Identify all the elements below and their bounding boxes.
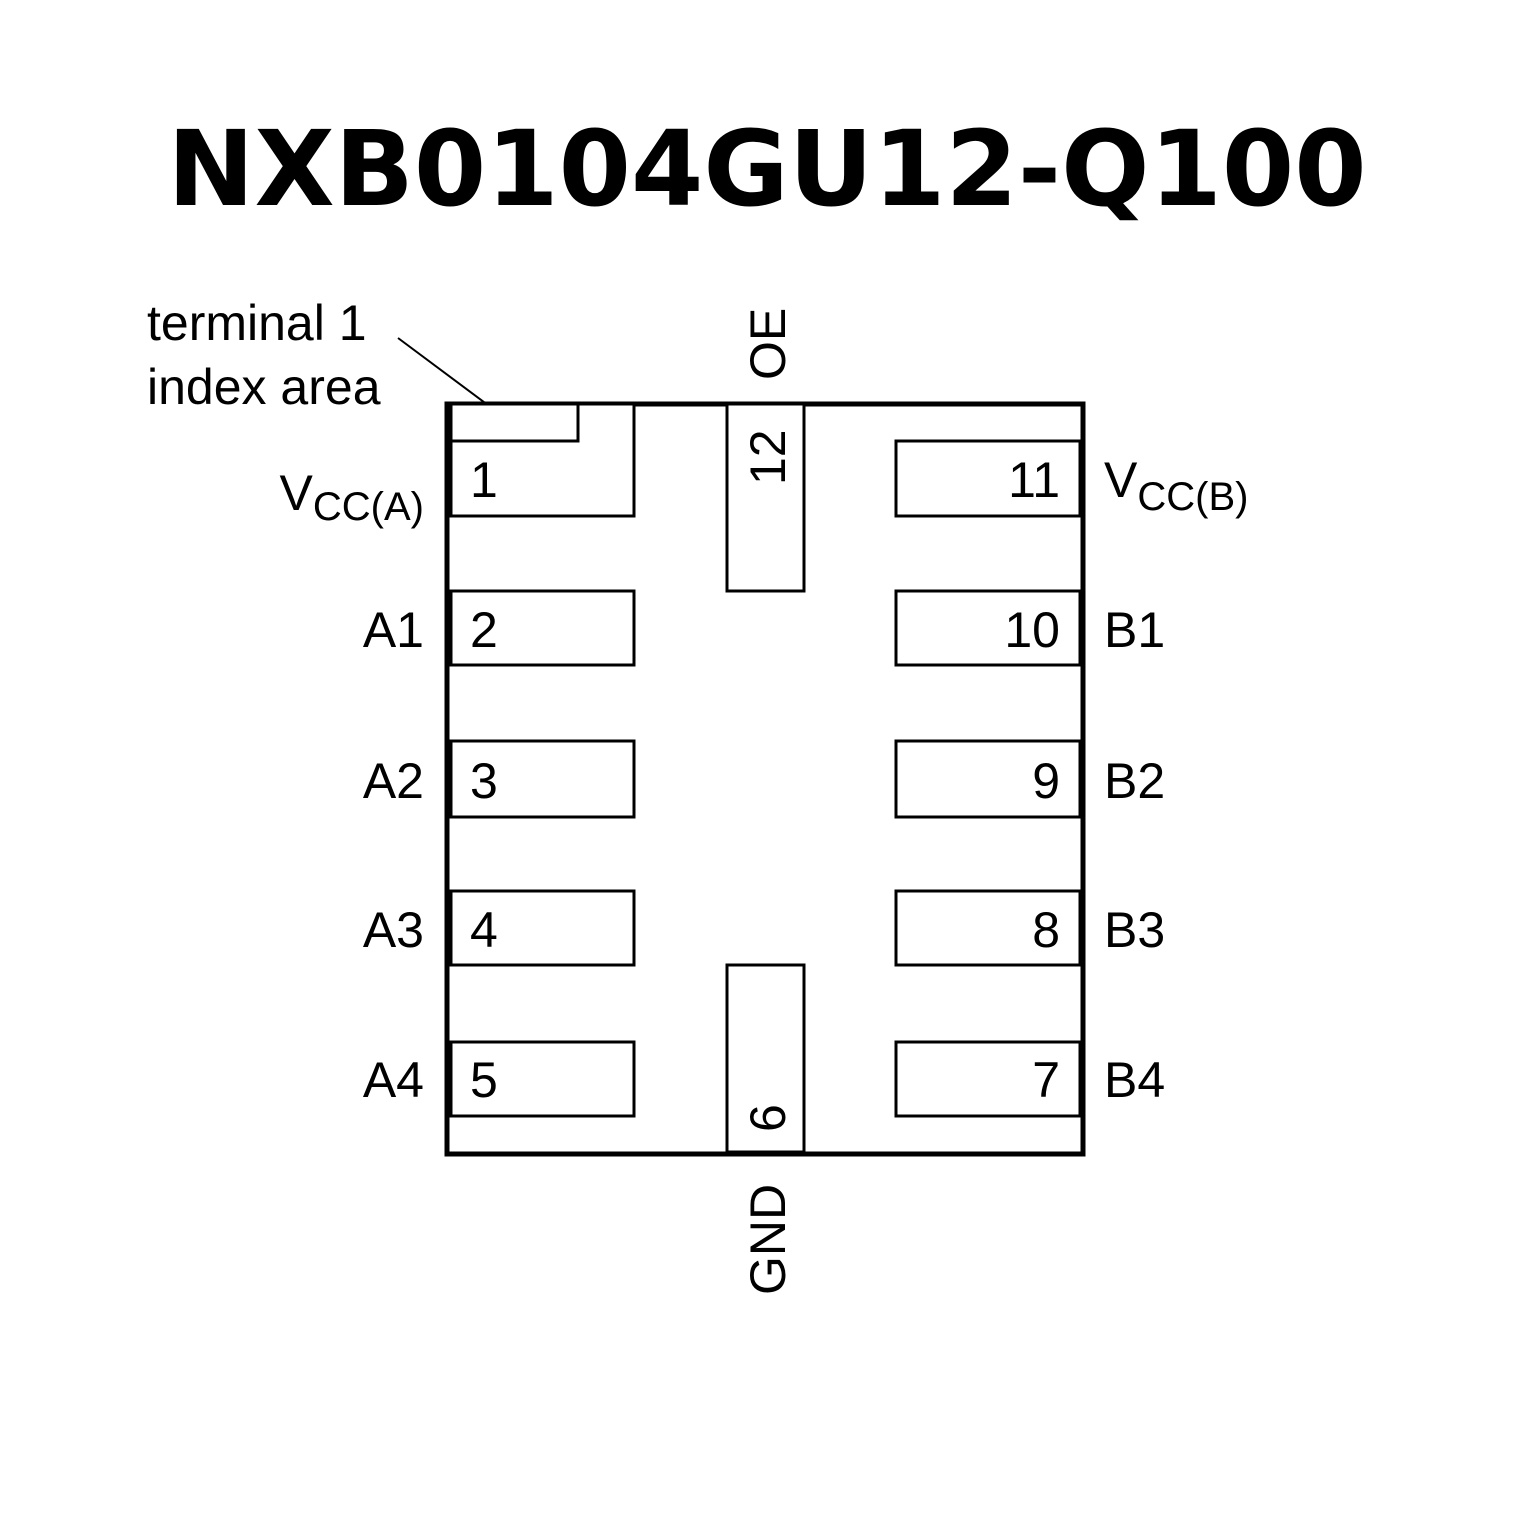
- pin-7-pad: [894, 1040, 1082, 1118]
- pin-10-pad: [894, 589, 1082, 667]
- pin-3-number: 3: [470, 753, 498, 809]
- diagram-title: NXB0104GU12-Q100: [167, 108, 1366, 230]
- pin-1-number: 1: [470, 452, 498, 508]
- pin-11-number: 11: [1008, 452, 1060, 508]
- pin-1-name: VCC(A): [280, 465, 424, 529]
- pin-2-name: A1: [363, 602, 424, 658]
- pin-5-name: A4: [363, 1052, 424, 1108]
- pin-3-pad: [449, 739, 636, 819]
- pin-6-name: GND: [740, 1184, 796, 1295]
- pin-8-pad: [894, 889, 1082, 967]
- pin-9-number: 9: [1032, 753, 1060, 809]
- pin-11-name: VCC(B): [1104, 452, 1248, 519]
- pin-7-number: 7: [1032, 1052, 1060, 1108]
- pin-5-number: 5: [470, 1052, 498, 1108]
- index-label-line1: terminal 1: [147, 295, 367, 351]
- terminal-1-index-area: [449, 402, 580, 443]
- pin-10-number: 10: [1004, 602, 1060, 658]
- pin-9-name: B2: [1104, 753, 1165, 809]
- pin-4-name: A3: [363, 902, 424, 958]
- pin-4-pad: [449, 889, 636, 967]
- pin-10-name: B1: [1104, 602, 1165, 658]
- pin-4-number: 4: [470, 902, 498, 958]
- pin-11-pad: [894, 439, 1082, 518]
- pin-8-number: 8: [1032, 902, 1060, 958]
- pin-7-name: B4: [1104, 1052, 1165, 1108]
- pin-12-number: 12: [740, 429, 796, 485]
- pin-12-name: OE: [740, 308, 796, 380]
- pin-3-name: A2: [363, 753, 424, 809]
- pin-12-pad: [725, 402, 806, 593]
- pin-6-number: 6: [740, 1104, 796, 1132]
- index-label-line2: index area: [147, 359, 381, 415]
- pin-6-pad: [725, 963, 806, 1154]
- pin-9-pad: [894, 739, 1082, 819]
- pin-2-pad: [449, 589, 636, 667]
- pin-5-pad: [449, 1040, 636, 1118]
- pin-8-name: B3: [1104, 902, 1165, 958]
- pin-2-number: 2: [470, 602, 498, 658]
